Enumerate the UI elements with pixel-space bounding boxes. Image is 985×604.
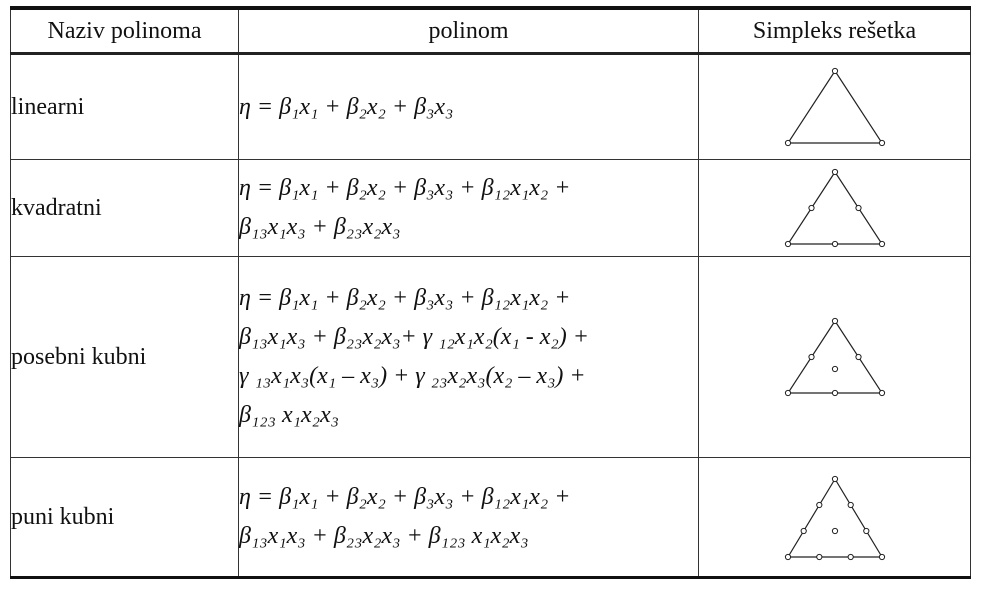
table-row: puni kubni η = β₁x₁ + β₂x₂ + β₃x₃ + β₁₂x…: [10, 457, 971, 579]
header-lattice: Simpleks rešetka: [698, 6, 971, 54]
header-polynomial: polinom: [238, 6, 699, 54]
polynomial-formula: η = β₁x₁ + β₂x₂ + β₃x₃ + β₁₂x₁x₂ + β₁₃x₁…: [238, 159, 699, 257]
table-row: posebni kubni η = β₁x₁ + β₂x₂ + β₃x₃ + β…: [10, 256, 971, 458]
polynomial-formula: η = β₁x₁ + β₂x₂ + β₃x₃ + β₁₂x₁x₂ + β₁₃x₁…: [238, 457, 699, 579]
formula-line: η = β₁x₁ + β₂x₂ + β₃x₃ + β₁₂x₁x₂ +: [239, 285, 571, 311]
formula-line: γ ₁₃x₁x₃(x₁ – x₃) + γ ₂₃x₂x₃(x₂ – x₃) +: [239, 363, 586, 389]
formula-line: η = β₁x₁ + β₂x₂ + β₃x₃ + β₁₂x₁x₂ +: [239, 484, 571, 510]
formula-line: β₁₃x₁x₃ + β₂₃x₂x₃ + β₁₂₃ x₁x₂x₃: [239, 523, 529, 549]
formula-line: β₁₂₃ x₁x₂x₃: [239, 402, 339, 428]
table-row: linearni η = β₁x₁ + β₂x₂ + β₃x₃: [10, 53, 971, 160]
polynomial-name: linearni: [10, 53, 239, 160]
polynomial-table: Naziv polinoma polinom Simpleks rešetka …: [10, 6, 971, 579]
table-row: kvadratni η = β₁x₁ + β₂x₂ + β₃x₃ + β₁₂x₁…: [10, 159, 971, 257]
formula-line: β₁₃x₁x₃ + β₂₃x₂x₃: [239, 214, 401, 240]
header-row: Naziv polinoma polinom Simpleks rešetka: [10, 6, 971, 54]
full-cubic-simplex-lattice-icon: [784, 475, 885, 561]
formula-line: η = β₁x₁ + β₂x₂ + β₃x₃: [239, 93, 454, 120]
special-cubic-simplex-lattice-icon: [784, 317, 885, 397]
polynomial-formula: η = β₁x₁ + β₂x₂ + β₃x₃ + β₁₂x₁x₂ + β₁₃x₁…: [238, 256, 699, 458]
polynomial-name: posebni kubni: [10, 256, 239, 458]
formula-line: β₁₃x₁x₃ + β₂₃x₂x₃+ γ ₁₂x₁x₂(x₁ - x₂) +: [239, 324, 589, 350]
header-name: Naziv polinoma: [10, 6, 239, 54]
quadratic-simplex-lattice-icon: [784, 168, 885, 248]
linear-simplex-lattice-icon: [784, 67, 885, 147]
formula-line: η = β₁x₁ + β₂x₂ + β₃x₃ + β₁₂x₁x₂ +: [239, 175, 571, 201]
polynomial-name: kvadratni: [10, 159, 239, 257]
polynomial-name: puni kubni: [10, 457, 239, 579]
polynomial-formula: η = β₁x₁ + β₂x₂ + β₃x₃: [238, 53, 699, 160]
